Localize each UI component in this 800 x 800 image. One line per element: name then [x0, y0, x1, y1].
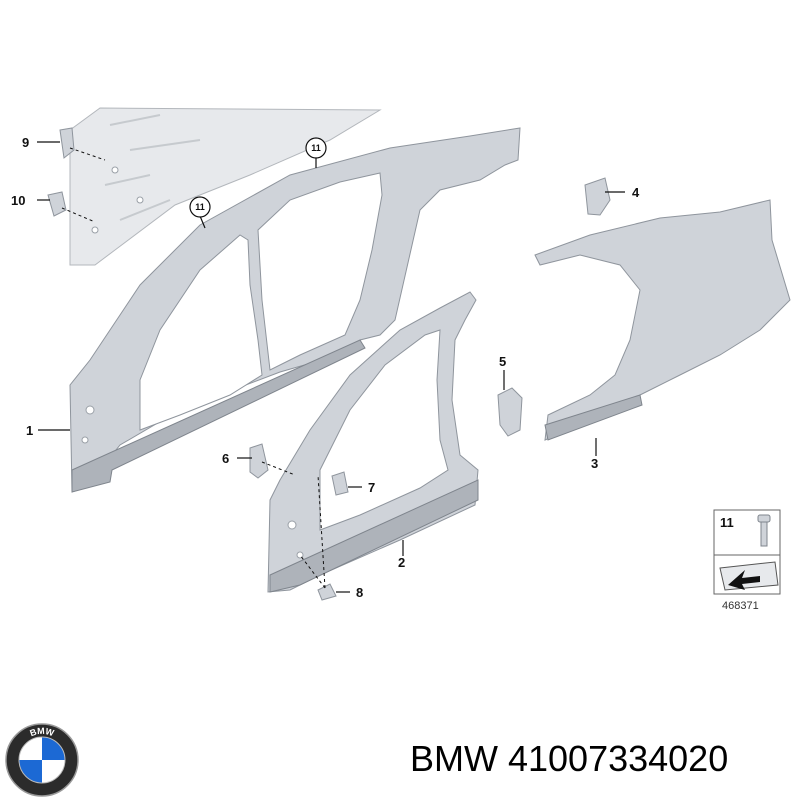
bracket-part-5: [497, 387, 523, 437]
callout-11-left: 11: [189, 196, 211, 218]
front-side-frame-part-2: [267, 291, 479, 593]
rear-quarter-panel-part-3: [534, 199, 791, 441]
callout-7: 7: [368, 480, 375, 495]
callout-3: 3: [591, 456, 598, 471]
callout-6: 6: [222, 451, 229, 466]
callout-1: 1: [26, 423, 33, 438]
bracket-part-10: [47, 191, 67, 217]
bracket-part-8: [317, 583, 337, 601]
callout-9: 9: [22, 135, 29, 150]
inner-panel-ghost: [69, 107, 382, 266]
leader-lines: [37, 141, 625, 593]
callout-11-top: 11: [305, 137, 327, 159]
bolt-icon: [757, 514, 771, 547]
callout-10: 10: [11, 193, 25, 208]
brand-caption: BMW 41007334020: [410, 738, 729, 779]
side-frame-part-1: [69, 127, 521, 493]
legend-box: 11 468371: [713, 509, 781, 612]
callout-11-left-label: 11: [195, 202, 205, 212]
wedge-arrow-icon: [719, 561, 779, 591]
bracket-part-9: [59, 127, 75, 159]
bracket-part-4: [584, 177, 611, 216]
bmw-logo-text: BMW: [28, 726, 55, 738]
callout-8: 8: [356, 585, 363, 600]
reference-number: 468371: [722, 600, 759, 612]
bmw-logo-icon: BMW: [5, 723, 79, 797]
callout-2: 2: [398, 555, 405, 570]
legend-part-number: 11: [720, 515, 734, 530]
bracket-part-6: [249, 443, 269, 479]
callout-4: 4: [632, 185, 640, 200]
bracket-part-7: [331, 471, 349, 496]
svg-text:BMW: BMW: [28, 726, 55, 738]
callout-11-top-label: 11: [311, 143, 321, 153]
callout-5: 5: [499, 354, 506, 369]
